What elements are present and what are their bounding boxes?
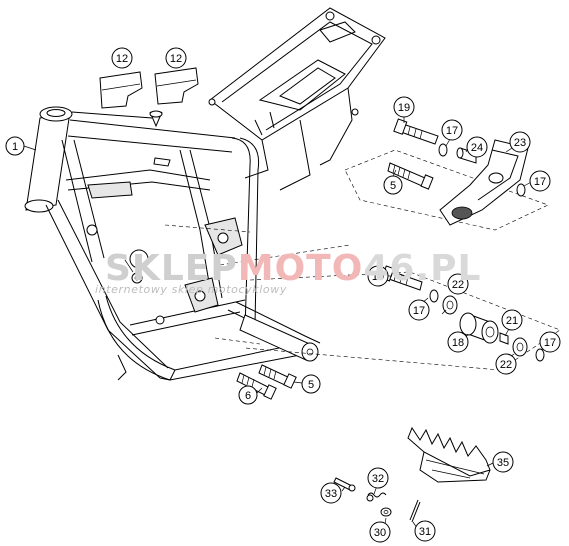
callout-19-lower: 19 — [367, 265, 389, 287]
bolts — [131, 118, 439, 400]
svg-text:35: 35 — [497, 457, 509, 469]
callout-35: 35 — [492, 451, 514, 473]
callout-21: 21 — [501, 309, 523, 331]
svg-text:32: 32 — [372, 473, 384, 485]
callout-17-lower-right: 17 — [539, 331, 561, 353]
svg-text:23: 23 — [514, 137, 526, 149]
callout-18: 18 — [447, 331, 469, 353]
callout-1: 1 — [5, 136, 25, 156]
callout-5-lower: 5 — [301, 374, 321, 394]
svg-text:5: 5 — [390, 180, 396, 192]
callout-22-lower: 22 — [495, 353, 517, 375]
frame — [24, 106, 321, 381]
frame-protector-brackets — [99, 67, 199, 109]
footrest — [407, 426, 491, 483]
svg-text:18: 18 — [452, 337, 464, 349]
callout-32: 32 — [367, 467, 389, 489]
svg-text:6: 6 — [245, 390, 251, 402]
svg-text:19: 19 — [398, 102, 410, 114]
small-fasteners — [333, 477, 421, 523]
svg-text:17: 17 — [544, 337, 556, 349]
callout-17-upper-left: 17 — [441, 119, 463, 141]
svg-text:30: 30 — [374, 527, 386, 539]
callout-6: 6 — [238, 385, 258, 405]
callout-12-left: 12 — [111, 47, 133, 69]
svg-text:4: 4 — [136, 254, 142, 266]
svg-text:17: 17 — [413, 305, 425, 317]
svg-text:24: 24 — [471, 142, 483, 154]
callout-22-upper: 22 — [447, 273, 469, 295]
callout-24: 24 — [466, 136, 488, 158]
callout-17-lower-left: 17 — [408, 299, 430, 321]
reference-outlines — [164, 149, 561, 371]
callout-31: 31 — [414, 520, 436, 542]
svg-text:22: 22 — [452, 279, 464, 291]
callout-19-upper: 19 — [393, 96, 415, 118]
svg-text:31: 31 — [419, 526, 431, 538]
callout-30: 30 — [369, 521, 391, 543]
chain-slider-plate — [439, 139, 529, 226]
svg-text:1: 1 — [12, 141, 18, 153]
callout-33: 33 — [320, 482, 342, 504]
callout-12-right: 12 — [165, 47, 187, 69]
svg-text:17: 17 — [446, 125, 458, 137]
callout-5-upper: 5 — [383, 175, 403, 195]
svg-text:21: 21 — [506, 315, 518, 327]
svg-text:19: 19 — [372, 271, 384, 283]
callout-23: 23 — [509, 131, 531, 153]
callouts: 1 4 5 5 6 12 12 17 17 17 17 18 19 19 21 … — [5, 47, 561, 543]
svg-text:5: 5 — [308, 379, 314, 391]
svg-text:12: 12 — [116, 53, 128, 65]
callout-17-upper-right: 17 — [529, 170, 551, 192]
callout-4: 4 — [129, 249, 149, 269]
svg-text:12: 12 — [170, 53, 182, 65]
svg-text:17: 17 — [534, 176, 546, 188]
subframe-airbox — [208, 7, 386, 191]
svg-text:22: 22 — [500, 359, 512, 371]
svg-text:33: 33 — [325, 488, 337, 500]
